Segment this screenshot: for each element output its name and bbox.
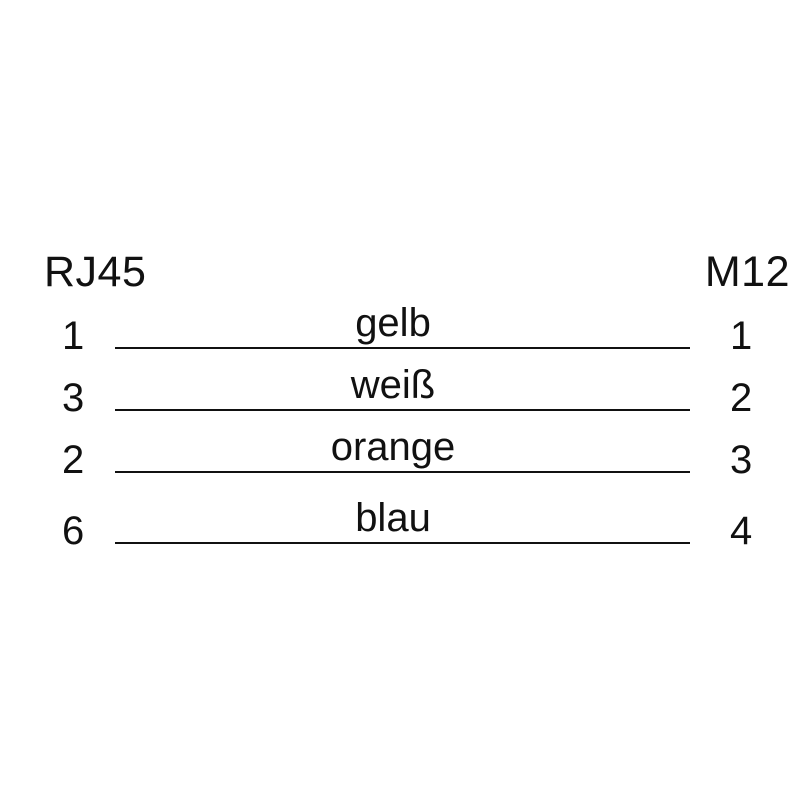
left-connector-label: RJ45 [44, 248, 147, 296]
wire-connection-line [115, 409, 690, 411]
wire-color-label: blau [355, 496, 431, 540]
wire-color-label: orange [330, 425, 456, 469]
wire-color-label: weiß [350, 363, 436, 407]
left-pin-number: 1 [62, 314, 85, 358]
wire-connection-line [115, 471, 690, 473]
left-pin-number: 6 [62, 509, 85, 553]
wire-connection-line [115, 542, 690, 544]
right-connector-label: M12 [704, 248, 790, 296]
right-pin-number: 4 [730, 509, 753, 553]
wire-connection-line [115, 347, 690, 349]
right-pin-number: 1 [730, 314, 753, 358]
right-pin-number: 2 [730, 376, 753, 420]
right-pin-number: 3 [730, 438, 753, 482]
left-pin-number: 3 [62, 376, 85, 420]
left-pin-number: 2 [62, 438, 85, 482]
wire-color-label: gelb [355, 301, 431, 345]
